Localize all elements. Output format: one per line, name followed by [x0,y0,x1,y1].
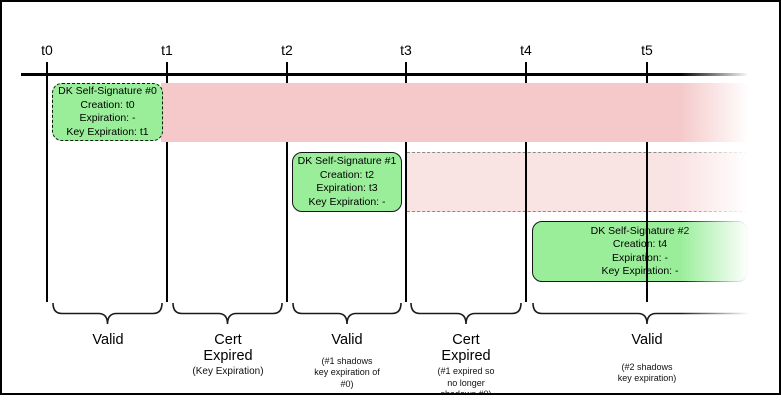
signature-2-key-expiration: Key Expiration: - [601,265,679,277]
brace-segment-2 [172,302,283,325]
segment-4-note: (#1 expired so no longer shadows #0) [437,366,495,395]
tick-label-t2: t2 [281,42,293,58]
validity-band-sig1-shadow [407,152,747,212]
brace-segment-1 [52,302,163,325]
signature-0-creation: Creation: t0 [80,98,135,111]
segment-label-5: Valid (#2 shadows key expiration) [582,332,712,385]
segment-5-status: Valid [631,332,663,348]
tick-label-t1: t1 [161,42,173,58]
signature-box-0: DK Self-Signature #0 Creation: t0 Expira… [52,83,163,141]
signature-1-title: DK Self-Signature #1 [297,155,397,167]
segment-4-status-line1: Cert [452,332,480,348]
signature-0-title: DK Self-Signature #0 [58,85,157,97]
timeline-t2-line [286,62,289,302]
signature-1-creation: Creation: t2 [319,168,375,181]
segment-3-status: Valid [331,332,363,348]
brace-segment-3 [292,302,402,325]
tick-label-t4: t4 [520,42,532,58]
segment-2-status-line1: Cert [214,332,242,348]
tick-label-t5: t5 [641,42,653,58]
signature-2-expiration: Expiration: - [611,251,669,264]
segment-label-4: Cert Expired (#1 expired so no longer sh… [401,332,531,395]
signature-0-expiration: Expiration: - [79,112,136,124]
segment-label-2: Cert Expired (Key Expiration) [163,332,293,378]
segment-4-status-line2: Expired [441,347,491,364]
timeline-axis [21,73,747,76]
segment-3-note: (#1 shadows key expiration of #0) [314,355,380,389]
signature-2-creation: Creation: t4 [612,238,668,250]
segment-2-status-line2: Expired [203,347,253,364]
timeline-t5-line [646,62,649,302]
segment-label-1: Valid [43,332,173,349]
brace-segment-5 [532,302,763,325]
signature-1-expiration: Expiration: t3 [316,182,378,194]
signature-1-key-expiration: Key Expiration: - [308,195,386,208]
tick-label-t3: t3 [400,42,412,58]
validity-band-sig0 [161,83,748,142]
timeline-t3-line [405,62,408,302]
segment-2-note: (Key Expiration) [192,366,264,377]
brace-segment-4 [410,302,522,325]
timeline-t1-line [166,62,169,302]
signature-0-key-expiration: Key Expiration: t1 [66,125,149,138]
signature-box-2: DK Self-Signature #2 Creation: t4 Expira… [532,221,748,282]
segment-1-status: Valid [92,332,124,348]
signature-2-title: DK Self-Signature #2 [590,224,690,237]
segment-label-3: Valid (#1 shadows key expiration of #0) [282,332,412,390]
tick-label-t0: t0 [41,42,53,58]
signature-box-1: DK Self-Signature #1 Creation: t2 Expira… [292,152,402,212]
segment-5-note: (#2 shadows key expiration) [617,361,677,384]
timeline-t0-line [46,62,49,302]
timeline-t4-line [525,62,528,302]
